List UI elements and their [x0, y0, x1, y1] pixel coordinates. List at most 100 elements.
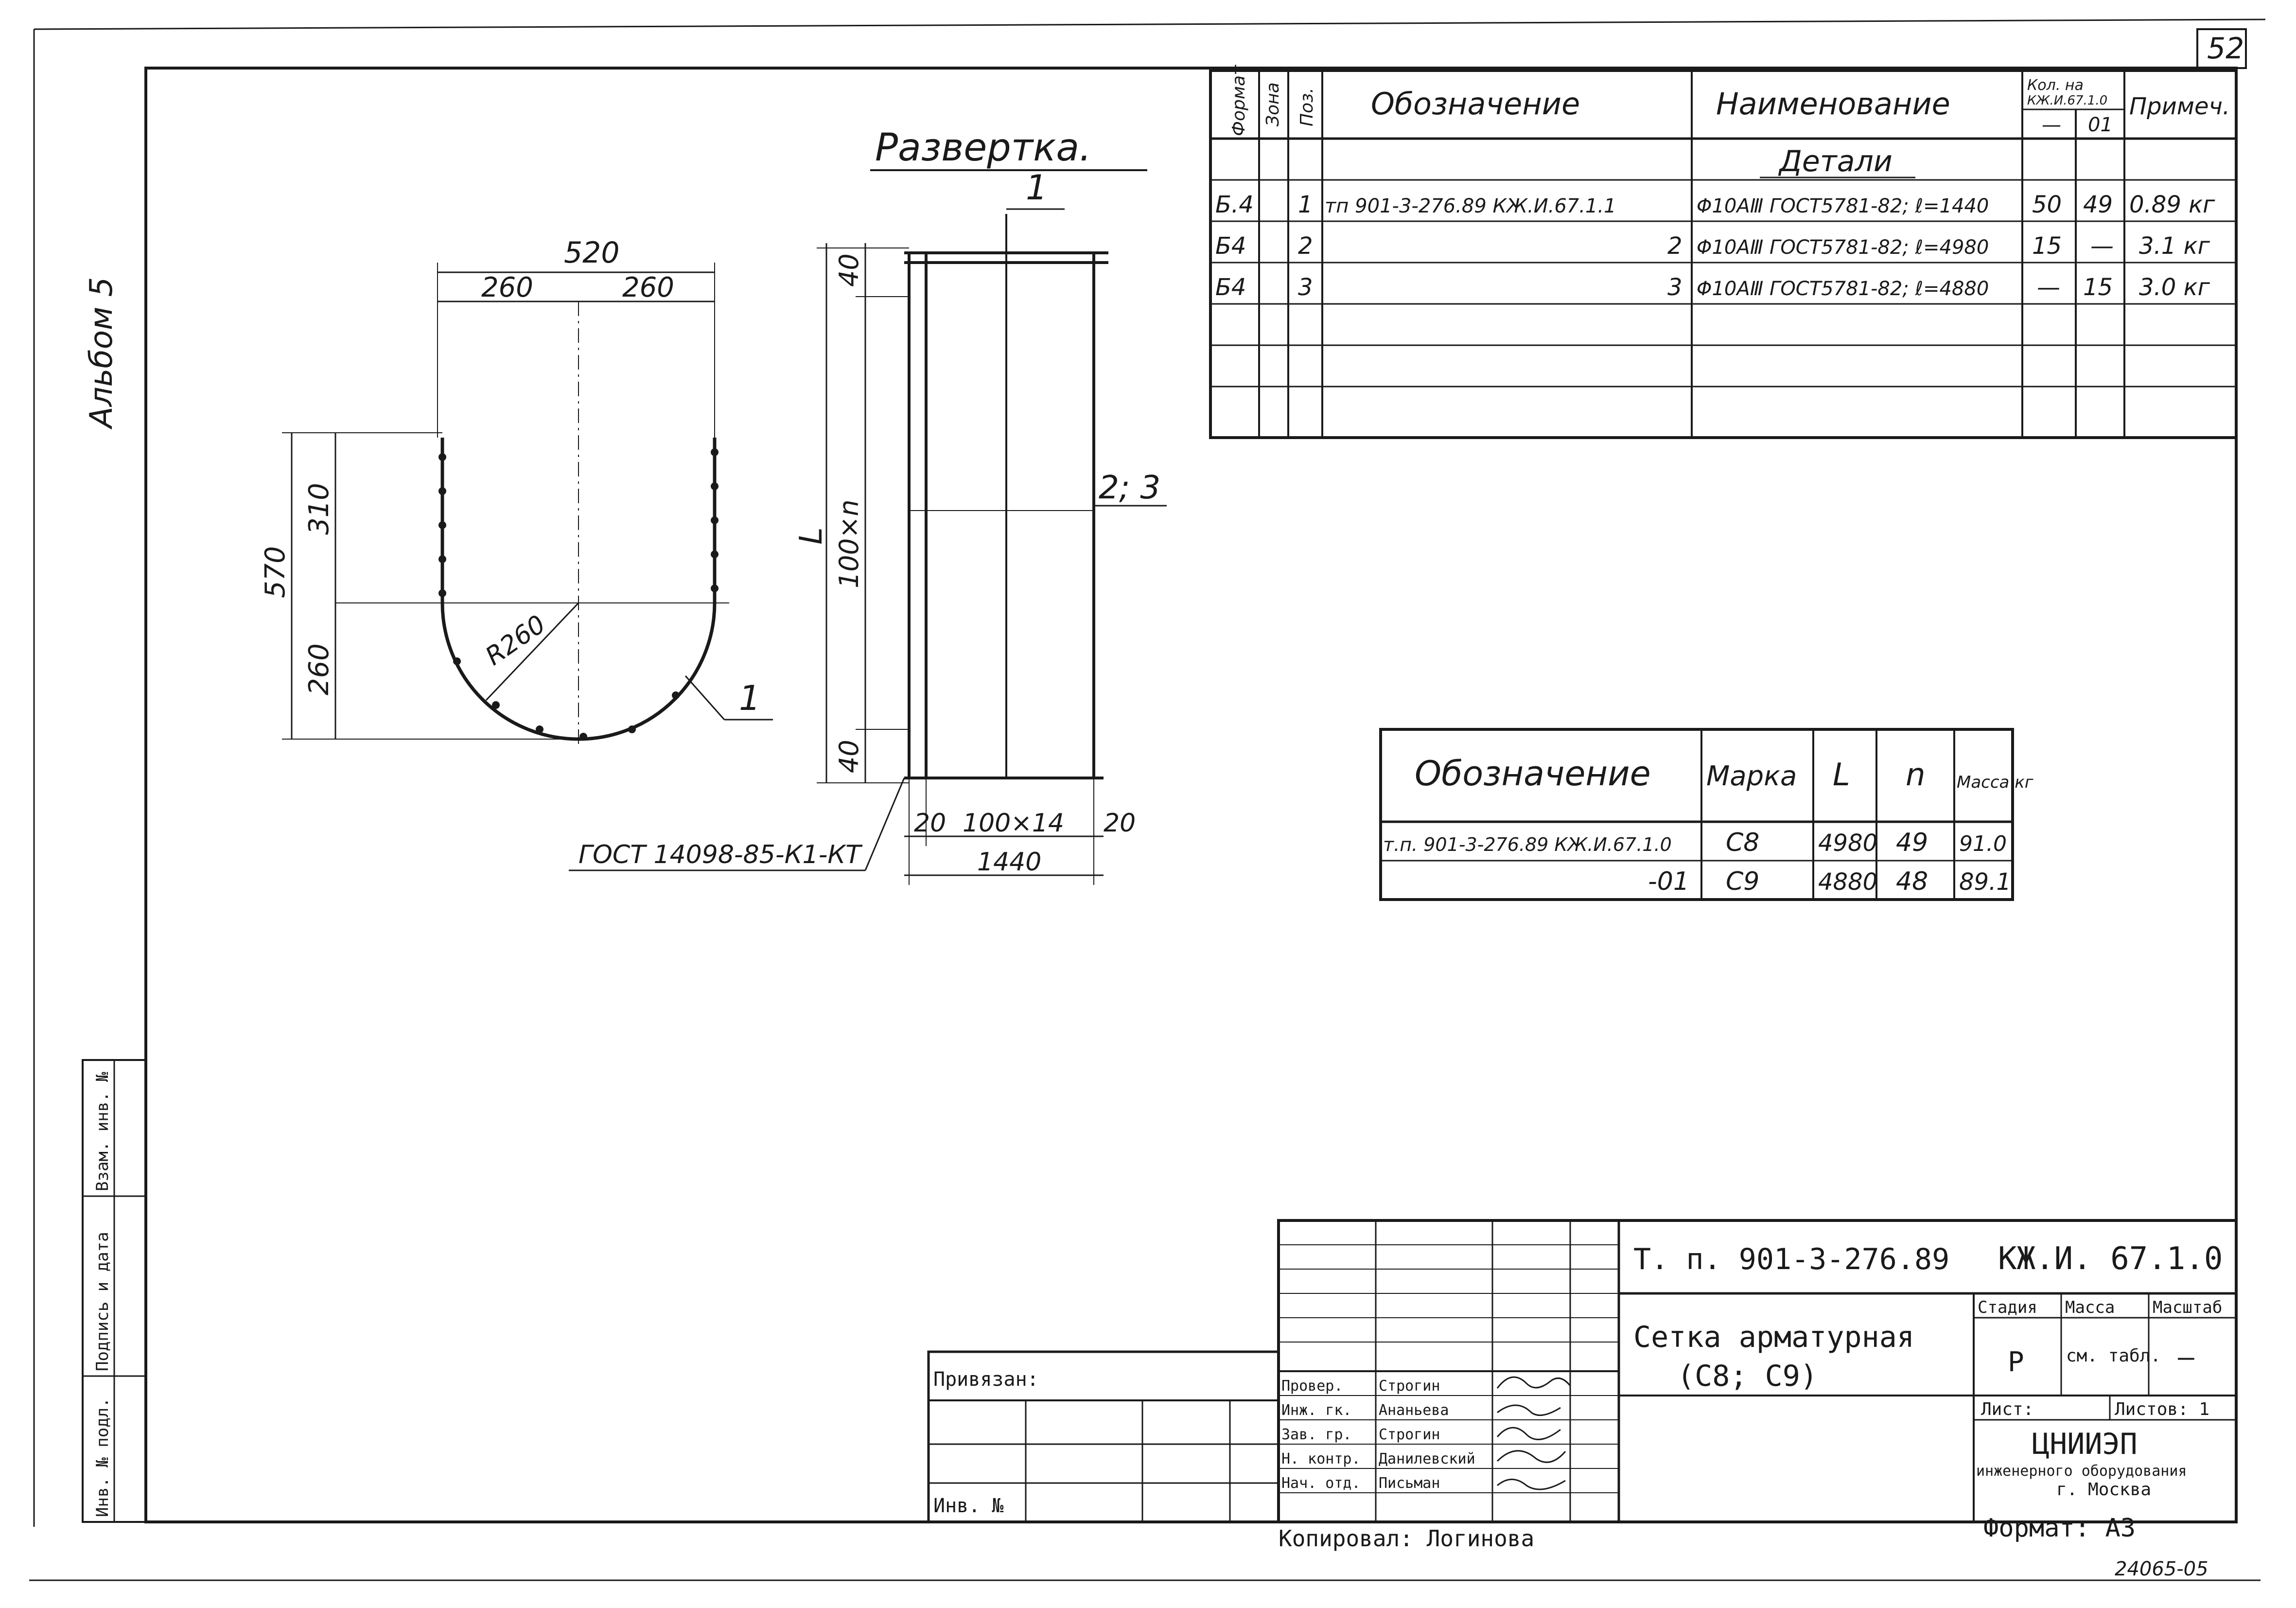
svg-text:Нач. отд.: Нач. отд.: [1281, 1475, 1361, 1492]
dim-upper: 310: [303, 483, 335, 535]
svg-text:15: 15: [2032, 232, 2062, 260]
staff-row: Н. контр. Данилевский: [1281, 1450, 1475, 1467]
svg-text:Φ10AⅢ ГОСТ5781-82; ℓ=4980: Φ10AⅢ ГОСТ5781-82; ℓ=4980: [1697, 236, 1989, 259]
sheet-number: 52: [2207, 32, 2244, 66]
callout-2-3: 2; 3: [1099, 469, 1160, 506]
tb-sheet: Лист:: [1981, 1399, 2033, 1419]
variants-row: т.п. 901-3-276.89 КЖ.И.67.1.0 С8 4980 49…: [1383, 828, 2007, 857]
svg-text:50: 50: [2032, 191, 2062, 218]
spec-row: Б.4 1 тп 901-3-276.89 КЖ.И.67.1.1 Φ10AⅢ …: [1215, 191, 2215, 218]
tb-org: ЦНИИЭП: [2032, 1427, 2138, 1461]
spec-row: Б4 2 2 Φ10AⅢ ГОСТ5781-82; ℓ=4980 15 — 3.…: [1215, 232, 2210, 260]
spec-h-format: Формат: [1229, 65, 1249, 136]
svg-text:Φ10AⅢ ГОСТ5781-82; ℓ=4880: Φ10AⅢ ГОСТ5781-82; ℓ=4880: [1697, 278, 1989, 300]
bar-dots: [438, 448, 719, 741]
dim-span: 100×14: [963, 809, 1064, 838]
svg-text:Письман: Письман: [1379, 1475, 1440, 1492]
svg-text:48: 48: [1896, 867, 1928, 896]
svg-text:3.1 кг: 3.1 кг: [2139, 232, 2210, 260]
svg-text:Б4: Б4: [1215, 232, 1246, 260]
svg-text:С9: С9: [1726, 867, 1759, 896]
tb-format: Формат: А3: [1983, 1514, 2136, 1543]
svg-text:3: 3: [1298, 274, 1313, 301]
dim-mid: 100×n: [834, 499, 864, 588]
drawing-title: Развертка.: [875, 126, 1091, 170]
stamp-inv-podl: Инв. № подл.: [93, 1397, 112, 1517]
tb-mass-h: Масса: [2065, 1298, 2115, 1317]
dim-half-right: 260: [622, 272, 674, 303]
variants-table: [1379, 728, 2014, 901]
sheet-number-box: [2196, 28, 2247, 69]
svg-text:—: —: [2037, 274, 2060, 301]
svg-text:0.89 кг: 0.89 кг: [2129, 191, 2215, 218]
signatures: [1496, 1376, 1571, 1490]
svg-text:—: —: [2090, 232, 2114, 260]
radius-line: [485, 602, 579, 701]
svg-text:Строгин: Строгин: [1379, 1426, 1440, 1443]
svg-text:Б4: Б4: [1215, 274, 1246, 301]
tb-sheets: Листов: 1: [2115, 1399, 2209, 1419]
svg-text:Н. контр.: Н. контр.: [1281, 1450, 1361, 1467]
tb-stage-h: Стадия: [1978, 1298, 2037, 1317]
staff-row: Нач. отд. Письман: [1281, 1475, 1440, 1492]
svg-text:2: 2: [1667, 232, 1683, 260]
svg-text:-01: -01: [1648, 867, 1689, 896]
spec-h-01: 01: [2088, 114, 2113, 136]
svg-text:1: 1: [1298, 191, 1313, 218]
variants-h-mark: Марка: [1706, 760, 1797, 792]
dim-width: 520: [564, 236, 620, 270]
dim-half-left: 260: [481, 272, 533, 303]
svg-text:49: 49: [1896, 828, 1928, 857]
dim-total-width: 1440: [977, 848, 1041, 877]
gost-label: ГОСТ 14098-85-К1-КТ: [578, 840, 863, 869]
variants-h-mass: Масса кг: [1957, 773, 2034, 792]
tb-sub: (С8; С9): [1677, 1359, 1818, 1393]
tb-stage: Р: [2008, 1346, 2024, 1378]
svg-text:тп 901-3-276.89 КЖ.И.67.1.1: тп 901-3-276.89 КЖ.И.67.1.1: [1325, 195, 1616, 217]
dim-left-offset: 20: [914, 809, 946, 838]
dim-right-offset: 20: [1104, 809, 1136, 838]
staff-row: Инж. гк. Ананьева: [1281, 1402, 1449, 1419]
spec-table: [1209, 69, 2238, 439]
variants-h-length: L: [1833, 757, 1850, 793]
svg-text:Φ10AⅢ ГОСТ5781-82; ℓ=1440: Φ10AⅢ ГОСТ5781-82; ℓ=1440: [1697, 195, 1989, 217]
variants-h-designation: Обозначение: [1415, 754, 1651, 794]
tb-inv: Инв. №: [933, 1495, 1004, 1517]
dim-top-offset: 40: [834, 253, 864, 287]
spec-section: Детали: [1778, 144, 1893, 178]
staff-row: Зав. гр. Строгин: [1281, 1426, 1440, 1443]
svg-text:89.1: 89.1: [1959, 868, 2011, 896]
tb-mass: см. табл.: [2066, 1346, 2161, 1366]
tb-name: Сетка арматурная: [1633, 1320, 1914, 1354]
album-label: Альбом 5: [84, 277, 120, 430]
spec-h-note: Примеч.: [2129, 93, 2230, 120]
spec-h-zone: Зона: [1263, 82, 1283, 126]
callout-1-profile: 1: [739, 678, 761, 718]
svg-text:4980: 4980: [1818, 830, 1877, 857]
stamp-signature-date: Подпись и дата: [93, 1232, 112, 1371]
variants-row: -01 С9 4880 48 89.1: [1648, 867, 2011, 896]
svg-text:91.0: 91.0: [1959, 831, 2007, 856]
dim-lower: 260: [303, 643, 335, 695]
tb-bound: Привязан:: [933, 1368, 1039, 1391]
tb-scale: —: [2178, 1342, 2194, 1373]
svg-text:Строгин: Строгин: [1379, 1378, 1440, 1395]
spec-row: Б4 3 3 Φ10AⅢ ГОСТ5781-82; ℓ=4880 — 15 3.…: [1215, 274, 2210, 301]
svg-text:т.п. 901-3-276.89 КЖ.И.67.1.0: т.п. 901-3-276.89 КЖ.И.67.1.0: [1383, 834, 1672, 855]
svg-text:4880: 4880: [1818, 868, 1877, 896]
spec-h-name: Наименование: [1716, 86, 1950, 122]
callout-1-mesh: 1: [1026, 168, 1048, 208]
stamp-vzam-inv: Взам. инв. №: [93, 1072, 112, 1191]
spec-h-designation: Обозначение: [1371, 86, 1580, 122]
variants-h-count: n: [1906, 757, 1926, 793]
tb-city: г. Москва: [2056, 1480, 2151, 1500]
tb-code: КЖ.И. 67.1.0: [1998, 1241, 2223, 1277]
dim-bottom-offset: 40: [834, 740, 864, 773]
svg-text:Провер.: Провер.: [1281, 1378, 1343, 1395]
bottom-code: 24065-05: [2115, 1558, 2208, 1580]
svg-text:С8: С8: [1726, 828, 1759, 857]
dim-total-height: 570: [260, 546, 291, 598]
spec-h-qty-note: КЖ.И.67.1.0: [2027, 93, 2107, 108]
svg-text:2: 2: [1298, 232, 1313, 260]
